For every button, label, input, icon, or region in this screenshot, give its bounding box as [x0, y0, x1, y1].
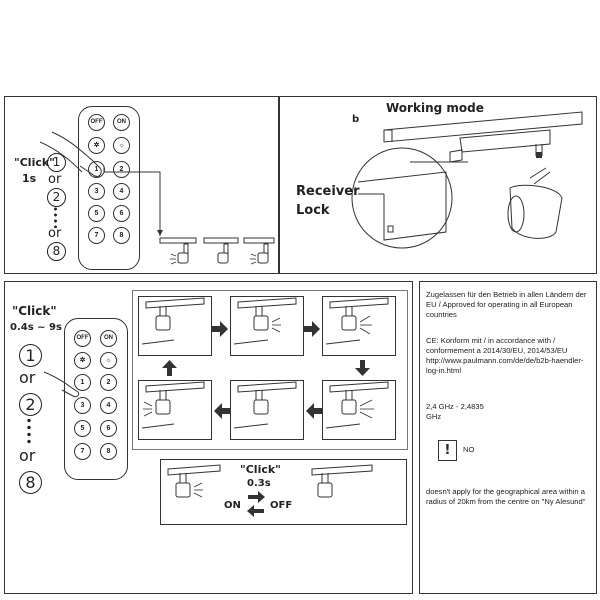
or-label: or — [48, 226, 62, 241]
toggle-box — [160, 459, 407, 525]
three-spotlights-illustration — [159, 237, 275, 265]
brightness-low-icon: ✲ — [79, 357, 86, 364]
figure-letter: b — [352, 114, 360, 125]
lock-label: Lock — [296, 203, 330, 218]
approval-text: Zugelassen für den Betrieb in allen Länd… — [426, 290, 587, 319]
dim-down-button[interactable]: ✲ — [88, 137, 105, 154]
dim-up-button[interactable]: ☼ — [100, 352, 117, 369]
frequency-text: 2,4 GHz - 2,4835 GHz — [426, 402, 484, 421]
click-duration: 1s — [22, 172, 37, 185]
key-3-button[interactable]: 3 — [74, 397, 91, 414]
top-left-frame — [4, 96, 280, 274]
key-6-button[interactable]: 6 — [113, 205, 130, 222]
toggle-on-label: ON — [224, 500, 241, 511]
ellipsis-dots — [54, 206, 57, 228]
toggle-duration: 0.3s — [247, 478, 271, 489]
track-spotlight-illustration — [351, 111, 583, 249]
ellipsis-dots — [27, 417, 31, 444]
exception-text: doesn't apply for the geographical area … — [426, 487, 586, 506]
number-8-icon: 8 — [19, 471, 42, 494]
sequence-illustrations — [141, 297, 389, 429]
restricted-country-code: NO — [463, 445, 475, 454]
bottom-frame — [4, 281, 413, 594]
on-button[interactable]: ON — [113, 114, 130, 131]
remote-control: OFF ON ✲ ☼ 1 2 3 4 5 6 7 8 — [78, 106, 140, 270]
or-label: or — [19, 368, 36, 387]
key-4-button[interactable]: 4 — [113, 183, 130, 200]
on-button[interactable]: ON — [100, 330, 117, 347]
compliance-frame — [419, 281, 597, 594]
click-label: "Click" — [14, 156, 55, 169]
key-1-button[interactable]: 1 — [74, 374, 91, 391]
or-label: or — [48, 172, 62, 187]
warning-icon: ! — [438, 440, 457, 461]
toggle-click-label: "Click" — [240, 463, 281, 476]
key-7-button[interactable]: 7 — [88, 227, 105, 244]
finger-press-icon — [43, 371, 80, 398]
key-8-button[interactable]: 8 — [113, 227, 130, 244]
ce-conformity-text: CE: Konform mit / in accordance with / c… — [426, 336, 584, 375]
key-3-button[interactable]: 3 — [88, 183, 105, 200]
top-right-frame — [278, 96, 597, 274]
key-7-button[interactable]: 7 — [74, 443, 91, 460]
off-button[interactable]: OFF — [74, 330, 91, 347]
receiver-label: Receiver — [296, 184, 360, 199]
number-8-icon: 8 — [47, 242, 66, 261]
brightness-high-icon: ☼ — [118, 142, 125, 149]
working-mode-title: Working mode — [386, 101, 484, 115]
toggle-illustration — [167, 464, 373, 517]
key-4-button[interactable]: 4 — [100, 397, 117, 414]
sequence-area — [132, 290, 408, 450]
number-1-icon: 1 — [19, 344, 42, 367]
key-8-button[interactable]: 8 — [100, 443, 117, 460]
brightness-low-icon: ✲ — [93, 142, 100, 149]
brightness-high-icon: ☼ — [105, 357, 112, 364]
sequence-arrows — [162, 321, 370, 419]
dim-down-button[interactable]: ✲ — [74, 352, 91, 369]
dim-up-button[interactable]: ☼ — [113, 137, 130, 154]
or-label: or — [19, 446, 36, 465]
key-5-button[interactable]: 5 — [88, 205, 105, 222]
key-2-button[interactable]: 2 — [113, 161, 130, 178]
remote-control: OFF ON ✲ ☼ 1 2 3 4 5 6 7 8 — [64, 318, 128, 480]
toggle-off-label: OFF — [270, 500, 293, 511]
key-5-button[interactable]: 5 — [74, 420, 91, 437]
key-2-button[interactable]: 2 — [100, 374, 117, 391]
hand-press-illustration — [40, 131, 163, 236]
key-6-button[interactable]: 6 — [100, 420, 117, 437]
number-1-icon: 1 — [47, 153, 66, 172]
off-button[interactable]: OFF — [88, 114, 105, 131]
click-duration: 0.4s ~ 9s — [10, 322, 62, 333]
click-label: "Click" — [12, 304, 57, 318]
number-2-icon: 2 — [19, 393, 42, 416]
